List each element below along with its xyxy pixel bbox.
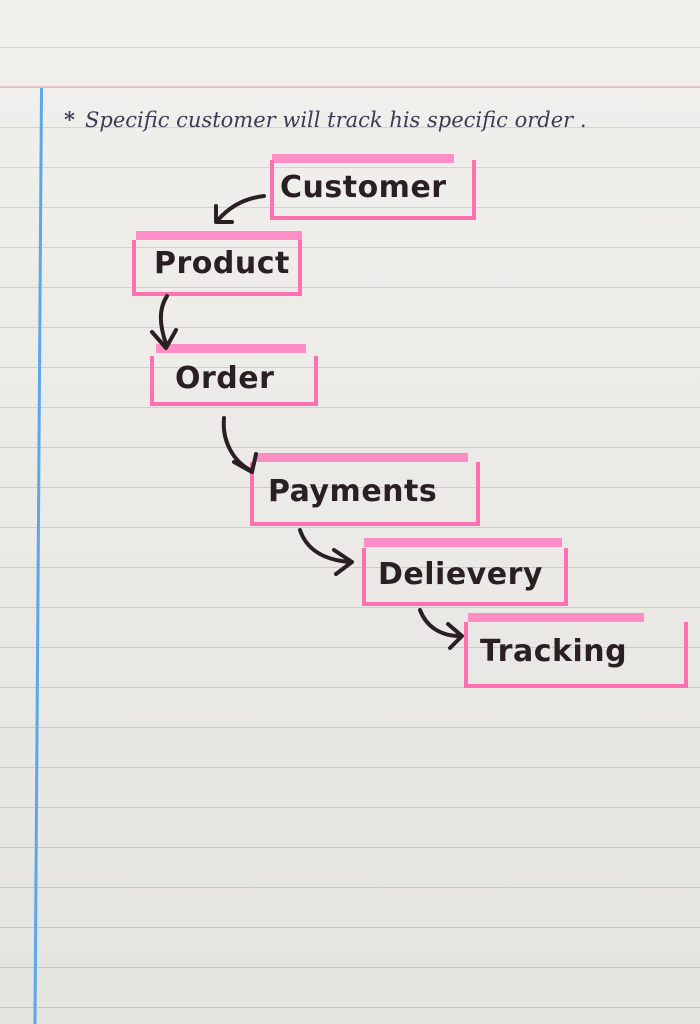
top-rule [0, 86, 700, 88]
arrow-payments-to-delivery [298, 528, 354, 576]
highlight-customer-top [272, 154, 454, 163]
highlight-payments-box [250, 462, 480, 526]
highlight-payments-top [256, 453, 468, 462]
arrow-order-to-payments [221, 416, 258, 474]
highlight-product-top [136, 231, 302, 240]
node-order: Order [175, 361, 275, 396]
arrow-delivery-to-tracking [418, 608, 464, 650]
node-product: Product [154, 246, 290, 281]
asterisk-bullet: * [64, 107, 75, 132]
highlight-delivery-box [362, 548, 568, 606]
node-delivery: Delievery [378, 557, 543, 592]
highlight-order-box [150, 356, 318, 406]
arrow-customer-to-product [214, 194, 266, 224]
highlight-delivery-top [364, 538, 562, 547]
arrow-product-to-order [150, 294, 178, 350]
note-sentence: Specific customer will track his specifi… [84, 108, 587, 132]
highlight-tracking-box [464, 622, 688, 688]
highlight-order-top [156, 344, 306, 353]
highlight-product-box [132, 240, 302, 296]
note-text-block: * Specific customer will track his specif… [64, 100, 694, 140]
node-tracking: Tracking [480, 634, 628, 669]
node-customer: Customer [280, 170, 447, 205]
node-payments: Payments [268, 474, 438, 509]
highlight-tracking-top [468, 613, 644, 622]
highlight-customer-box [270, 160, 476, 220]
